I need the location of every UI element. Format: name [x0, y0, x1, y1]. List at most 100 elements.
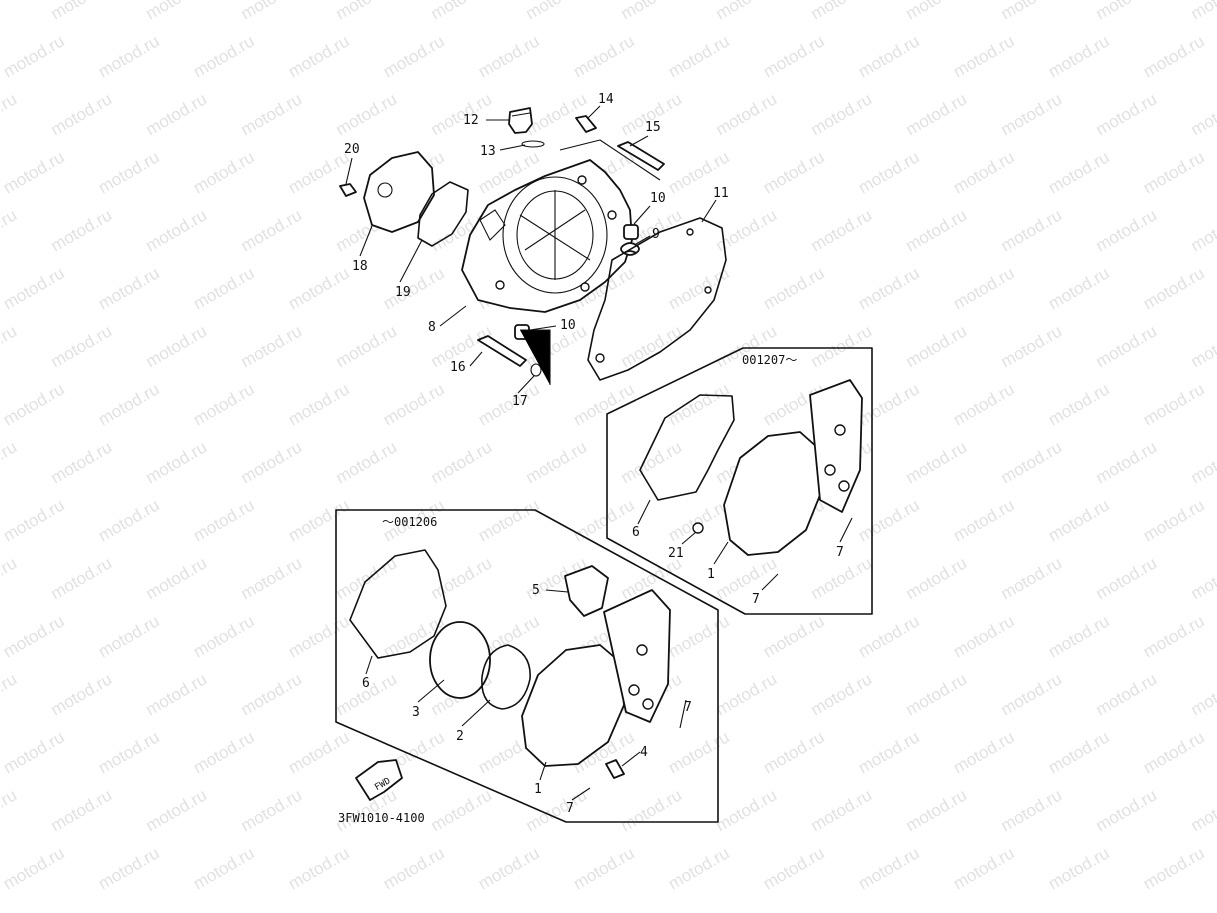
o-ring-part-13: [521, 140, 545, 148]
callout-6-lower: 6: [362, 676, 370, 691]
watermark-text: motod.ru: [238, 785, 306, 835]
watermark-text: motod.ru: [0, 785, 20, 835]
watermark-text: motod.ru: [1045, 147, 1113, 197]
watermark-layer: motod.ru motod.ru motod.ru motod.ru motod.ru…: [0, 0, 1217, 893]
watermark-text: motod.ru: [523, 437, 591, 487]
bolt-part-15: [617, 141, 665, 171]
watermark-text: motod.ru: [190, 727, 258, 777]
watermark-text: motod.ru: [333, 321, 401, 371]
watermark-text: motod.ru: [950, 611, 1018, 661]
watermark-text: motod.ru: [0, 263, 68, 313]
watermark-text: motod.ru: [143, 205, 211, 255]
watermark-text: motod.ru: [238, 0, 306, 23]
watermark-text: motod.ru: [998, 89, 1066, 139]
callout-15: 15: [645, 120, 661, 135]
watermark-text: motod.ru: [1045, 727, 1113, 777]
watermark-text: motod.ru: [143, 669, 211, 719]
watermark-text: motod.ru: [0, 31, 68, 81]
watermark-text: motod.ru: [238, 205, 306, 255]
watermark-text: motod.ru: [998, 321, 1066, 371]
crankcase-cover-assembly: [339, 107, 727, 385]
callout-10-upper: 10: [650, 191, 666, 206]
watermark-text: motod.ru: [903, 553, 971, 603]
callout-7-a: 7: [836, 545, 844, 560]
watermark-text: motod.ru: [950, 31, 1018, 81]
watermark-text: motod.ru: [713, 669, 781, 719]
watermark-text: motod.ru: [950, 147, 1018, 197]
watermark-text: motod.ru: [950, 379, 1018, 429]
watermark-text: motod.ru: [998, 437, 1066, 487]
watermark-text: motod.ru: [618, 785, 686, 835]
watermark-text: motod.ru: [618, 321, 686, 371]
watermark-text: motod.ru: [380, 31, 448, 81]
assembly-box-after-001207: [606, 347, 873, 615]
cover-part-18: [363, 151, 435, 233]
watermark-text: motod.ru: [48, 89, 116, 139]
watermark-text: motod.ru: [95, 843, 163, 893]
watermark-text: motod.ru: [665, 31, 733, 81]
watermark-text: motod.ru: [143, 321, 211, 371]
watermark-text: motod.ru: [618, 0, 686, 23]
watermark-text: motod.ru: [1093, 785, 1161, 835]
watermark-text: motod.ru: [1188, 321, 1217, 371]
crankcase-cover-part-1-upper: [723, 431, 823, 556]
watermark-text: motod.ru: [1188, 553, 1217, 603]
watermark-text: motod.ru: [0, 843, 68, 893]
watermark-text: motod.ru: [1140, 379, 1208, 429]
watermark-text: motod.ru: [143, 89, 211, 139]
watermark-text: motod.ru: [760, 843, 828, 893]
callout-21: 21: [668, 546, 684, 561]
watermark-text: motod.ru: [475, 495, 543, 545]
watermark-text: motod.ru: [950, 843, 1018, 893]
watermark-text: motod.ru: [855, 611, 923, 661]
watermark-text: motod.ru: [0, 437, 20, 487]
callout-18: 18: [352, 259, 368, 274]
watermark-text: motod.ru: [903, 0, 971, 23]
crankcase-cover-part-8: [461, 159, 633, 313]
cover-part-3: [429, 621, 491, 699]
callout-2: 2: [456, 729, 464, 744]
bolt-part-16: [477, 335, 527, 367]
assembly-box-before-001206: FWD: [335, 509, 719, 823]
watermark-text: motod.ru: [1140, 727, 1208, 777]
watermark-text: motod.ru: [903, 89, 971, 139]
watermark-text: motod.ru: [333, 437, 401, 487]
washer-part-17: [530, 363, 542, 377]
callout-14: 14: [598, 92, 614, 107]
watermark-text: motod.ru: [1093, 669, 1161, 719]
watermark-text: motod.ru: [143, 0, 211, 23]
watermark-text: motod.ru: [950, 263, 1018, 313]
watermark-text: motod.ru: [1140, 843, 1208, 893]
watermark-text: motod.ru: [95, 263, 163, 313]
watermark-text: motod.ru: [95, 495, 163, 545]
watermark-text: motod.ru: [0, 147, 68, 197]
callout-4: 4: [640, 745, 648, 760]
watermark-text: motod.ru: [1045, 843, 1113, 893]
watermark-text: motod.ru: [855, 379, 923, 429]
callout-10-lower: 10: [560, 318, 576, 333]
watermark-text: motod.ru: [998, 785, 1066, 835]
watermark-text: motod.ru: [1093, 205, 1161, 255]
callout-1-upper: 1: [707, 567, 715, 582]
watermark-text: motod.ru: [808, 669, 876, 719]
watermark-text: motod.ru: [998, 553, 1066, 603]
gasket-part-6-upper: [639, 394, 735, 501]
watermark-text: motod.ru: [1188, 669, 1217, 719]
watermark-text: motod.ru: [808, 553, 876, 603]
watermark-text: motod.ru: [475, 379, 543, 429]
watermark-text: motod.ru: [903, 669, 971, 719]
callout-7-c: 7: [684, 700, 692, 715]
watermark-text: motod.ru: [713, 785, 781, 835]
watermark-text: motod.ru: [523, 785, 591, 835]
watermark-text: motod.ru: [1045, 31, 1113, 81]
watermark-text: motod.ru: [285, 263, 353, 313]
watermark-text: motod.ru: [1188, 437, 1217, 487]
callout-7-b: 7: [752, 592, 760, 607]
callout-9: 9: [652, 227, 660, 242]
watermark-text: motod.ru: [570, 31, 638, 81]
watermark-text: motod.ru: [855, 263, 923, 313]
watermark-text: motod.ru: [428, 785, 496, 835]
plate-part-5: [564, 565, 609, 617]
watermark-text: motod.ru: [333, 0, 401, 23]
